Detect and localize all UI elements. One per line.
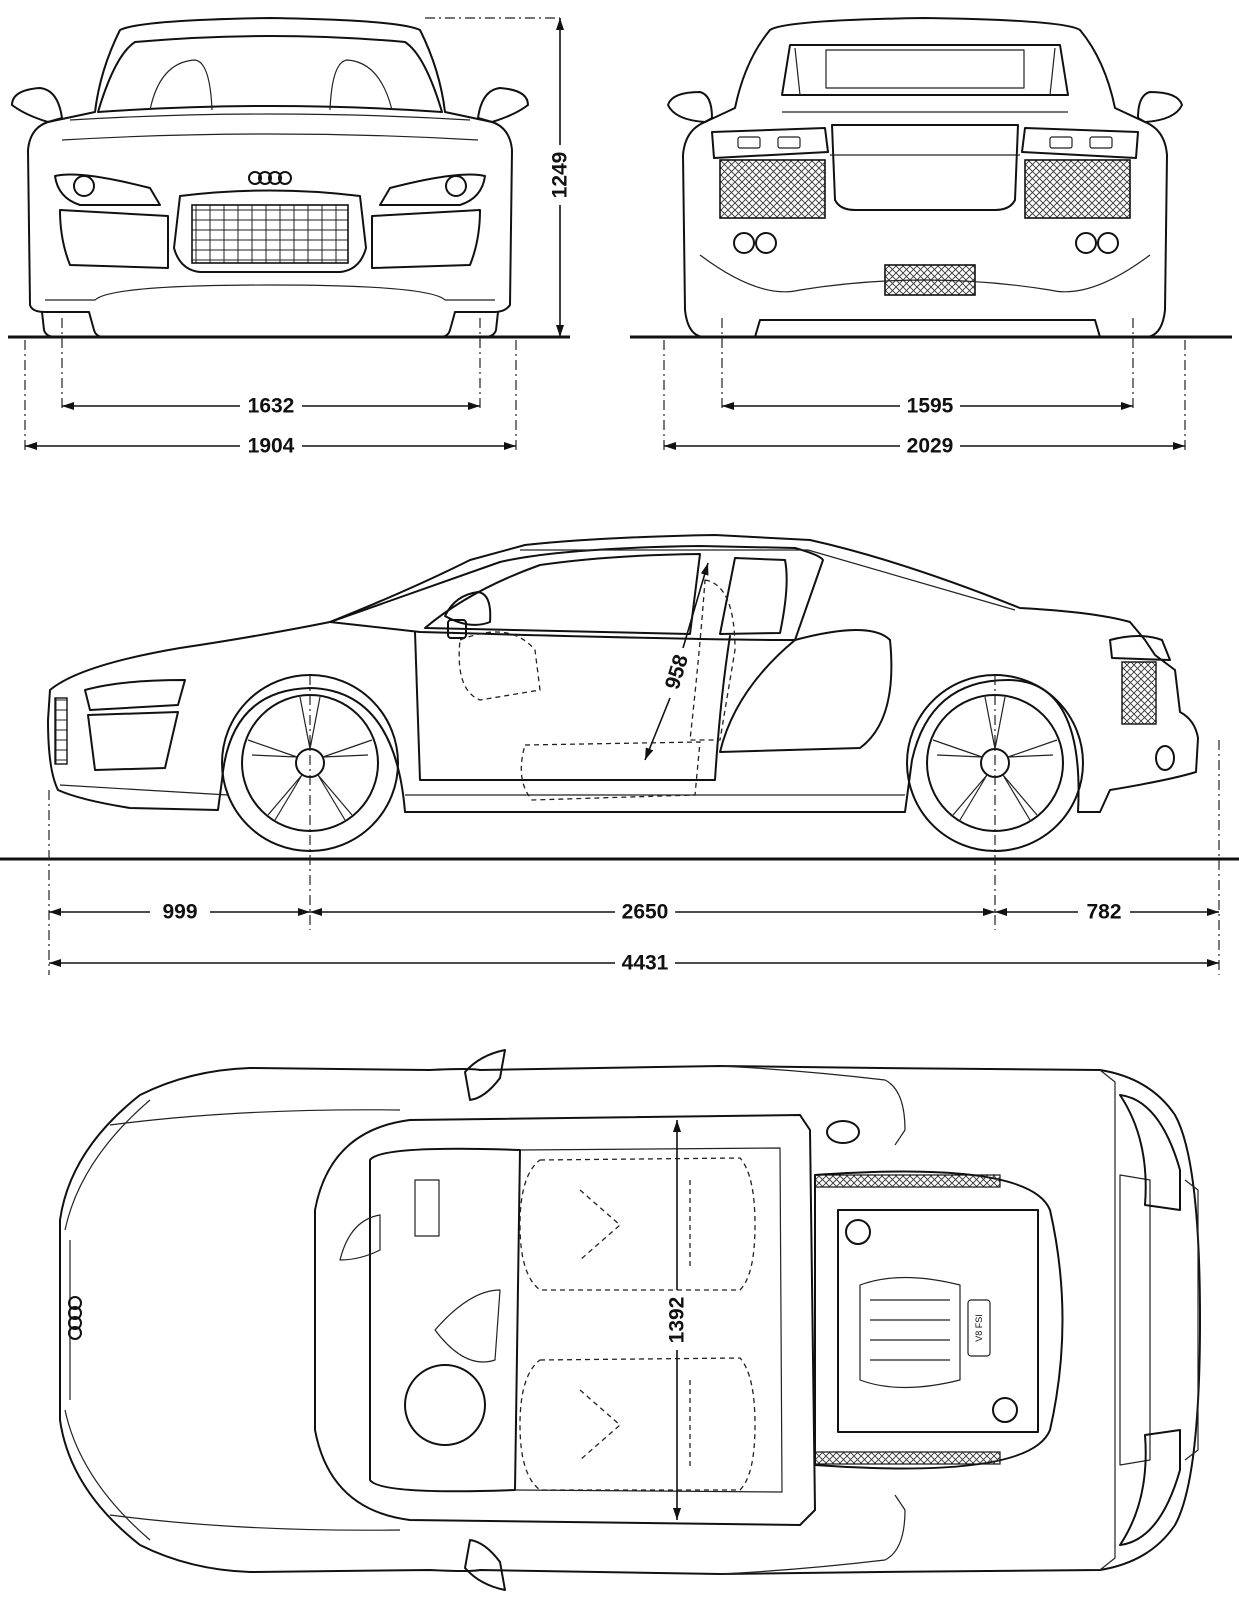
side-dimensions: 999 2650 782 4431 958 [0, 562, 1239, 975]
rear-overhang-label: 782 [1086, 901, 1121, 924]
engine-cover-badge: V8 FSI [967, 1299, 991, 1357]
side-view [47, 534, 1199, 852]
rear-width-label: 2029 [907, 435, 954, 458]
engine-badge-text: V8 FSI [974, 1314, 984, 1342]
front-width-label: 1904 [248, 435, 295, 458]
front-overhang-label: 999 [162, 901, 197, 924]
top-dimensions: 1632 1904 1249 1595 2029 [8, 17, 1232, 458]
rear-track-label: 1595 [907, 395, 954, 418]
length-label: 4431 [622, 952, 669, 975]
wheelbase-label: 2650 [622, 901, 669, 924]
top-view: V8 FSI [59, 1049, 1201, 1591]
height-label: 1249 [549, 152, 572, 199]
front-track-label: 1632 [248, 395, 295, 418]
interior-width-label: 1392 [666, 1297, 689, 1344]
interior-width-dimension: 1392 [666, 1120, 689, 1520]
door-opening-label: 958 [661, 652, 693, 693]
audi-rings-top [68, 1296, 82, 1340]
audi-rings-front [248, 171, 292, 185]
front-view [11, 17, 529, 338]
rear-view [667, 17, 1183, 338]
